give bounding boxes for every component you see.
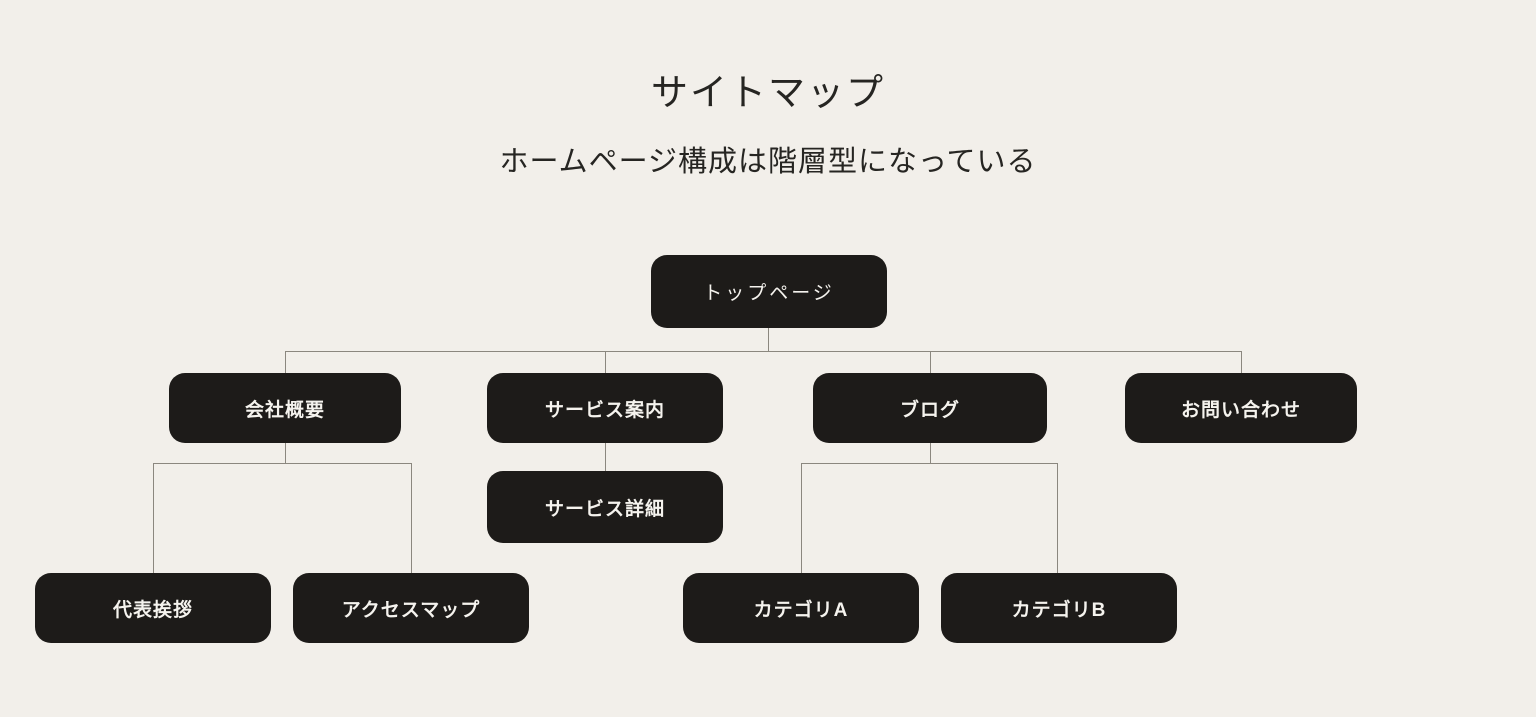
connector-company-right-drop <box>411 463 412 573</box>
page-subtitle: ホームページ構成は階層型になっている <box>499 146 1037 178</box>
node-category-b: カテゴリB <box>941 573 1177 643</box>
node-label: 会社概要 <box>244 399 325 421</box>
node-label: サービス詳細 <box>544 498 665 520</box>
node-label: アクセスマップ <box>341 599 481 621</box>
connector-company-left-drop <box>153 463 154 573</box>
connector-stub-service <box>605 351 606 373</box>
node-company-overview: 会社概要 <box>169 373 401 443</box>
node-category-a: カテゴリA <box>683 573 919 643</box>
node-access-map: アクセスマップ <box>293 573 529 643</box>
connector-stub-company <box>285 351 286 373</box>
node-service-detail: サービス詳細 <box>487 471 723 543</box>
connector-blog-trunk <box>930 443 931 463</box>
node-label: カテゴリA <box>753 599 849 621</box>
connector-level1-rail <box>285 351 1242 352</box>
connector-blog-right-drop <box>1057 463 1058 573</box>
node-service-guide: サービス案内 <box>487 373 723 443</box>
connector-company-trunk <box>285 443 286 463</box>
connector-blog-rail <box>801 463 1058 464</box>
connector-stub-blog <box>930 351 931 373</box>
node-label: ブログ <box>899 399 960 421</box>
page-title: サイトマップ <box>651 72 885 113</box>
connector-root-trunk <box>768 328 769 352</box>
node-top-page: トップページ <box>651 255 887 328</box>
node-contact: お問い合わせ <box>1125 373 1357 443</box>
node-label: サービス案内 <box>544 399 665 421</box>
connector-service-trunk <box>605 443 606 471</box>
connector-company-rail <box>153 463 412 464</box>
connector-blog-left-drop <box>801 463 802 573</box>
node-label: 代表挨拶 <box>112 599 193 621</box>
node-label: トップページ <box>703 283 835 304</box>
node-ceo-greeting: 代表挨拶 <box>35 573 271 643</box>
node-label: お問い合わせ <box>1180 399 1301 421</box>
connector-stub-contact <box>1241 351 1242 373</box>
node-blog: ブログ <box>813 373 1047 443</box>
node-label: カテゴリB <box>1011 599 1107 621</box>
